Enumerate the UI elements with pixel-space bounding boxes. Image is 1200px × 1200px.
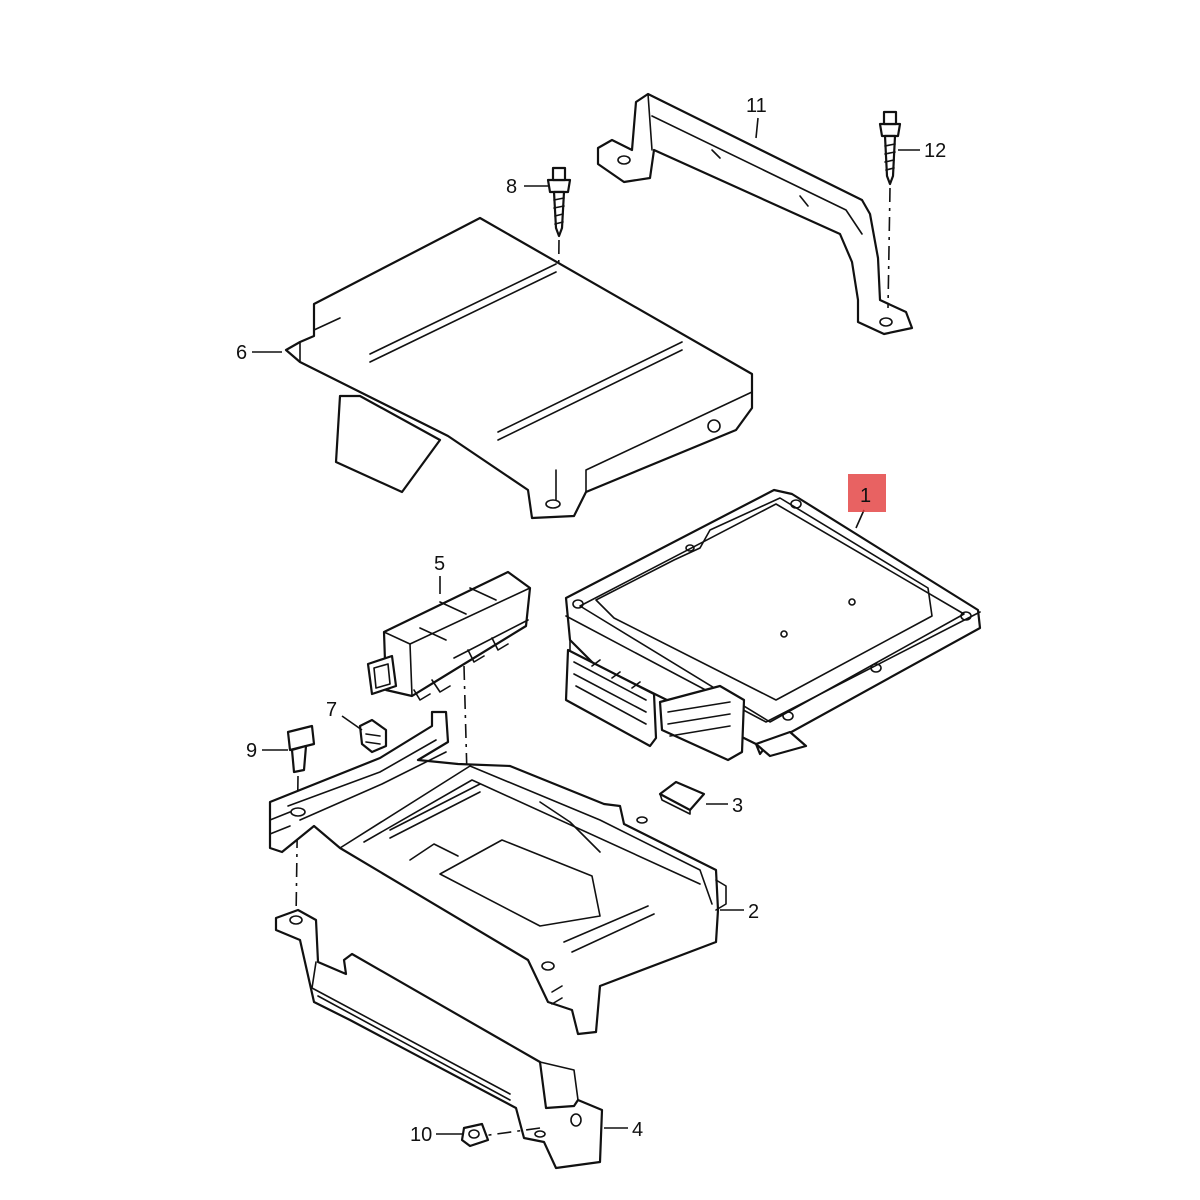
callout-2[interactable]: 2	[748, 901, 759, 923]
part-8-screw[interactable]	[546, 166, 572, 238]
part-6-cover-plate[interactable]	[284, 216, 754, 520]
part-4-lower-bracket[interactable]	[274, 908, 604, 1170]
part-5-connector-block[interactable]	[366, 570, 532, 701]
callout-1-highlight	[848, 474, 886, 512]
callout-4[interactable]: 4	[632, 1119, 643, 1141]
callout-8[interactable]: 8	[506, 176, 517, 198]
callout-3[interactable]: 3	[732, 795, 743, 817]
callout-10[interactable]: 10	[410, 1124, 432, 1146]
part-10-nut[interactable]	[460, 1122, 490, 1148]
part-2-base-tray[interactable]	[268, 710, 727, 1036]
part-12-screw[interactable]	[878, 110, 902, 186]
callout-1[interactable]: 1	[860, 485, 871, 507]
part-9-bolt[interactable]	[286, 724, 316, 774]
callout-12[interactable]: 12	[924, 140, 946, 162]
part-3-pad[interactable]	[658, 780, 706, 815]
callout-5[interactable]: 5	[434, 553, 445, 575]
callout-6[interactable]: 6	[236, 342, 247, 364]
callout-11[interactable]: 11	[746, 95, 767, 117]
part-1-control-unit[interactable]	[564, 488, 982, 762]
callout-7[interactable]: 7	[326, 699, 337, 721]
part-7-clip[interactable]	[358, 718, 388, 754]
callout-9[interactable]: 9	[246, 740, 257, 762]
leader-lines	[252, 117, 920, 1135]
part-11-bracket[interactable]	[596, 92, 914, 336]
